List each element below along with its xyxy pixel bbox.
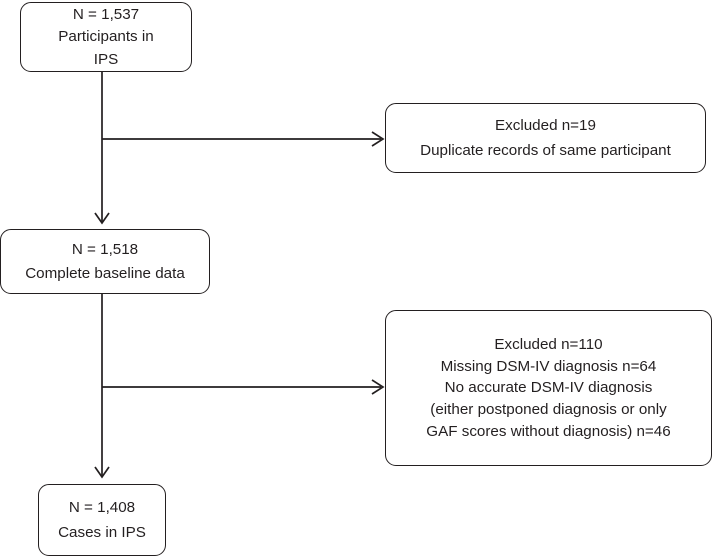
node-excluded-duplicates-line-2: Duplicate records of same participant (420, 142, 671, 159)
node-baseline-line-2: Complete baseline data (25, 265, 185, 282)
node-cases-line-1: N = 1,408 (68, 498, 136, 516)
node-enrolled-line-3: IPS (93, 50, 119, 68)
node-baseline-line-1: N = 1,518 (71, 240, 139, 258)
node-enrolled-line-1: N = 1,537 (72, 6, 140, 23)
node-cases-line-2: Cases in IPS (58, 524, 146, 541)
node-cases-in-ips: N = 1,408 Cases in IPS (38, 484, 166, 556)
node-excluded-diagnosis: Excluded n=110 Missing DSM-IV diagnosis … (385, 310, 712, 466)
arrowhead-cases (94, 466, 110, 479)
arrowhead-excluded-diagnosis (371, 379, 385, 395)
arrowhead-excluded-duplicates (371, 131, 385, 147)
node-excluded-diagnosis-line-4: (either postponed diagnosis or only (430, 400, 667, 418)
node-enrolled-line-2: Participants in (58, 28, 154, 46)
node-enrolled-participants: N = 1,537 Participants in IPS (20, 2, 192, 72)
node-excluded-diagnosis-line-2: Missing DSM-IV diagnosis n=64 (440, 357, 657, 375)
node-complete-baseline-data: N = 1,518 Complete baseline data (0, 229, 210, 294)
arrowhead-baseline (94, 212, 110, 225)
node-excluded-diagnosis-line-1: Excluded n=110 (494, 336, 603, 354)
node-excluded-duplicates-line-1: Excluded n=19 (495, 116, 596, 134)
node-excluded-diagnosis-line-3: No accurate DSM-IV diagnosis (444, 379, 653, 397)
node-excluded-diagnosis-line-5: GAF scores without diagnosis) n=46 (426, 422, 671, 440)
node-excluded-duplicates: Excluded n=19 Duplicate records of same … (385, 103, 706, 173)
